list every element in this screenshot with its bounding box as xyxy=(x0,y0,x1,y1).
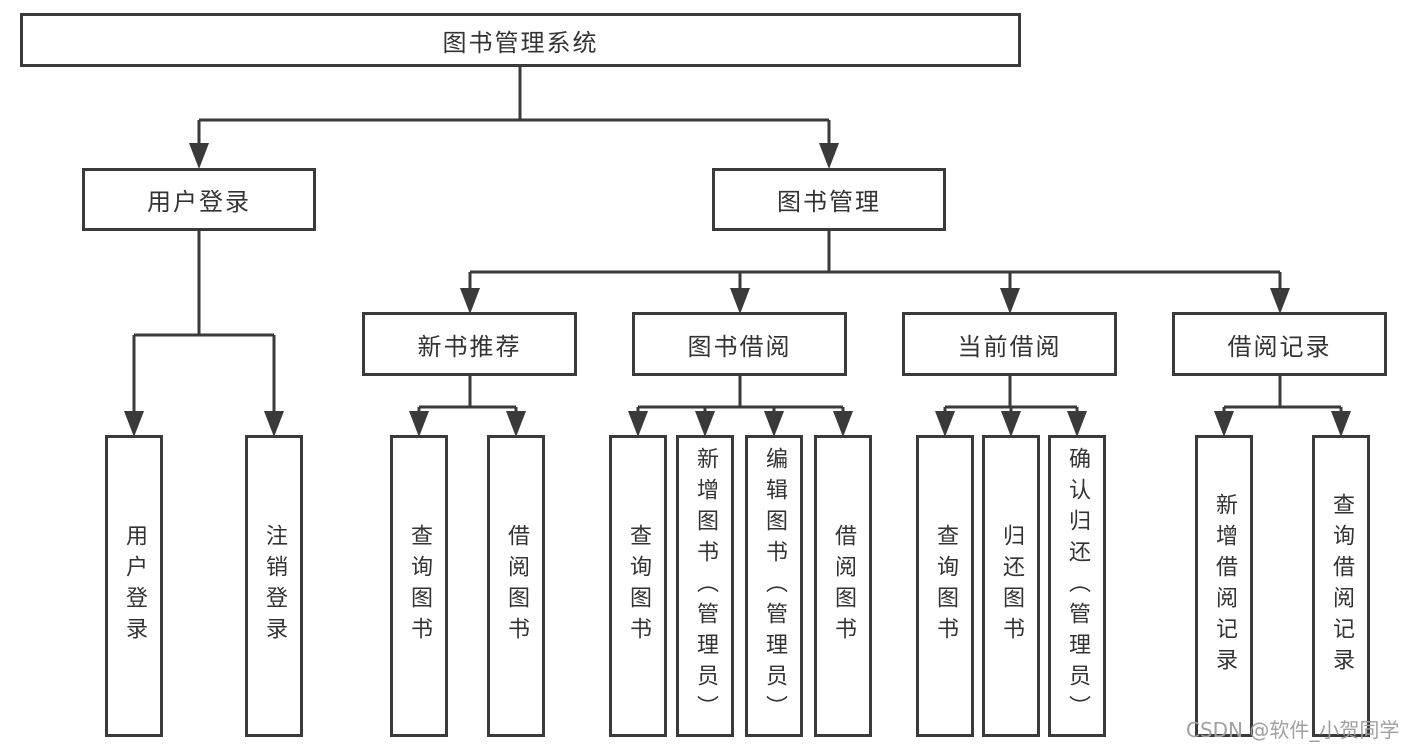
leaf-query-books-current: 查询图书 xyxy=(916,435,974,737)
node-root-label: 图书管理系统 xyxy=(442,28,599,57)
arrow-down-icon xyxy=(628,411,648,437)
leaf-borrow-books-recommend: 借阅图书 xyxy=(487,435,545,737)
node-borrowing-records-label: 借阅记录 xyxy=(1227,332,1332,361)
node-book-management: 图书管理 xyxy=(712,168,946,231)
leaf-borrow-books-borrowing: 借阅图书 xyxy=(814,435,872,737)
leaf-user-login: 用户登录 xyxy=(105,435,163,737)
arrow-down-icon xyxy=(409,411,429,437)
node-user-login-label: 用户登录 xyxy=(147,188,251,216)
leaf-logout-label: 注销登录 xyxy=(262,524,287,648)
node-new-book-recommend: 新书推荐 xyxy=(362,312,577,376)
arrow-down-icon xyxy=(819,143,839,169)
arrow-down-icon xyxy=(1000,288,1020,314)
arrow-down-icon xyxy=(695,411,715,437)
leaf-add-borrow-record-label: 新增借阅记录 xyxy=(1212,493,1237,679)
node-book-borrowing: 图书借阅 xyxy=(632,312,847,376)
leaf-return-books-label: 归还图书 xyxy=(999,524,1024,648)
arrow-down-icon xyxy=(189,143,209,169)
node-current-borrowing: 当前借阅 xyxy=(902,312,1117,376)
node-book-management-label: 图书管理 xyxy=(777,188,881,216)
node-borrowing-records: 借阅记录 xyxy=(1172,312,1387,376)
arrow-down-icon xyxy=(730,288,750,314)
leaf-confirm-return-admin-label: 确认归还（管理员） xyxy=(1065,446,1090,726)
leaf-query-books-borrowing-label: 查询图书 xyxy=(626,524,651,648)
leaf-query-books-current-label: 查询图书 xyxy=(933,524,958,648)
leaf-user-login-label: 用户登录 xyxy=(122,524,147,648)
arrow-down-icon xyxy=(1331,411,1351,437)
arrow-down-icon xyxy=(935,411,955,437)
leaf-confirm-return-admin: 确认归还（管理员） xyxy=(1048,435,1106,737)
leaf-query-books-recommend: 查询图书 xyxy=(390,435,448,737)
arrow-down-icon xyxy=(1270,288,1290,314)
leaf-borrow-books-borrowing-label: 借阅图书 xyxy=(831,524,856,648)
node-current-borrowing-label: 当前借阅 xyxy=(957,332,1062,361)
arrow-down-icon xyxy=(1214,411,1234,437)
leaf-logout: 注销登录 xyxy=(245,435,303,737)
leaf-borrow-books-recommend-label: 借阅图书 xyxy=(504,524,529,648)
node-root: 图书管理系统 xyxy=(20,13,1021,67)
leaf-query-books-borrowing: 查询图书 xyxy=(609,435,667,737)
arrow-down-icon xyxy=(124,411,144,437)
node-new-book-recommend-label: 新书推荐 xyxy=(417,332,522,361)
watermark: CSDN @软件_小贺同学 xyxy=(1186,718,1400,742)
leaf-edit-books-admin-label: 编辑图书（管理员） xyxy=(762,446,787,726)
leaf-edit-books-admin: 编辑图书（管理员） xyxy=(745,435,803,737)
arrow-down-icon xyxy=(1067,411,1087,437)
leaf-add-books-admin-label: 新增图书（管理员） xyxy=(693,446,718,726)
arrow-down-icon xyxy=(506,411,526,437)
leaf-add-borrow-record: 新增借阅记录 xyxy=(1195,435,1253,737)
leaf-query-borrow-record: 查询借阅记录 xyxy=(1312,435,1370,737)
node-user-login: 用户登录 xyxy=(82,168,316,231)
arrow-down-icon xyxy=(1001,411,1021,437)
leaf-query-books-recommend-label: 查询图书 xyxy=(407,524,432,648)
arrow-down-icon xyxy=(764,411,784,437)
leaf-query-borrow-record-label: 查询借阅记录 xyxy=(1329,493,1354,679)
node-book-borrowing-label: 图书借阅 xyxy=(687,332,792,361)
arrow-down-icon xyxy=(264,411,284,437)
leaf-return-books: 归还图书 xyxy=(982,435,1040,737)
arrow-down-icon xyxy=(460,288,480,314)
arrow-down-icon xyxy=(833,411,853,437)
leaf-add-books-admin: 新增图书（管理员） xyxy=(676,435,734,737)
